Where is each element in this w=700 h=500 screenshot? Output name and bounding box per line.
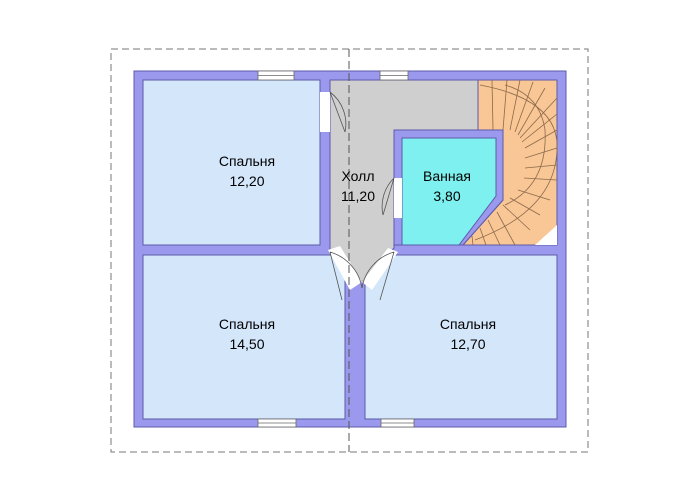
- bedroom-1-name: Спальня: [219, 153, 275, 169]
- bedroom-3-name: Спальня: [440, 316, 496, 332]
- bathroom-name: Ванная: [423, 168, 471, 184]
- bedroom-2-area: 14,50: [229, 336, 264, 352]
- stair-steps: [471, 79, 558, 246]
- door-swing-bathroom: [381, 177, 395, 216]
- bedroom-3-area: 12,70: [450, 336, 485, 352]
- doors: [320, 91, 402, 301]
- stair-landing-white: [535, 225, 557, 245]
- door-swing-bedroom-top-left: [329, 91, 347, 133]
- door-gap-bedroom-bottom-left: [328, 246, 362, 290]
- door-gap-bedroom-top-left: [320, 92, 330, 132]
- hall-name: Холл: [342, 168, 375, 184]
- windows: [257, 70, 415, 428]
- bathroom-floor: [401, 137, 497, 246]
- hall-area: 11,20: [341, 188, 375, 204]
- bedroom-bottom-left: [142, 254, 346, 420]
- bathroom-area: 3,80: [433, 188, 460, 204]
- bedroom-1-area: 12,20: [229, 173, 264, 189]
- bedroom-bottom-right: [364, 254, 558, 420]
- bedroom-top-left: [142, 79, 321, 246]
- door-swing-bedroom-bottom-left: [329, 251, 363, 301]
- bedroom-2-name: Спальня: [219, 316, 275, 332]
- door-gap-bedroom-bottom-right: [362, 248, 398, 290]
- door-swing-bedroom-bottom-right: [361, 251, 395, 301]
- door-gap-bathroom: [394, 178, 402, 218]
